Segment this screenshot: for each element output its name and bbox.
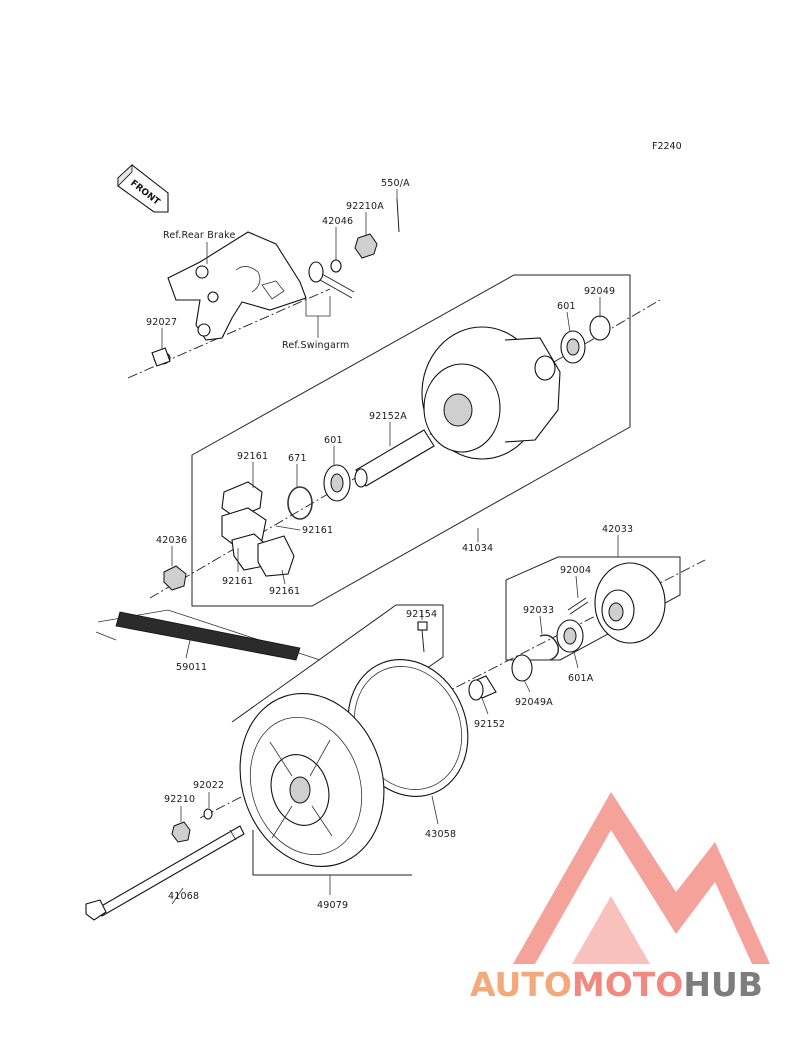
label-92161-d: 92161 — [269, 586, 300, 597]
spacer-tube-92152A — [354, 429, 435, 488]
figure-code: F2240 — [652, 141, 682, 152]
axle-41068 — [85, 825, 245, 921]
label-42046: 42046 — [322, 216, 353, 227]
automotohub-watermark-logo — [513, 792, 770, 964]
label-92152A: 92152A — [369, 411, 407, 422]
drive-belt-59011 — [95, 609, 321, 661]
front-arrow-icon: FRONT — [117, 164, 169, 213]
bearing-601-top — [560, 330, 586, 364]
watermark-moto: MOTO — [572, 965, 683, 1004]
seal-92049A — [511, 654, 533, 682]
label-550A: 550/A — [381, 178, 410, 189]
label-601-mid: 601 — [324, 435, 343, 446]
label-92022: 92022 — [193, 780, 224, 791]
label-92049A: 92049A — [515, 697, 553, 708]
label-92049: 92049 — [584, 286, 615, 297]
collar-92152 — [468, 675, 497, 701]
svg-text:AUTOMOTOHUB: AUTOMOTOHUB — [470, 965, 763, 1004]
label-43058: 43058 — [425, 829, 456, 840]
collar-92027 — [151, 347, 171, 367]
rear-brake-bracket — [167, 231, 307, 341]
watermark-hub: HUB — [683, 965, 763, 1004]
bolt-92154 — [417, 621, 428, 653]
bearing-601A — [556, 619, 584, 653]
circlip-92033 — [539, 634, 560, 661]
watermark-auto: AUTO — [470, 965, 572, 1004]
leader-lines — [161, 189, 619, 905]
label-92161-c: 92161 — [222, 576, 253, 587]
part-labels: 550/A 92210A 42046 Ref.Rear Brake 92027 … — [146, 178, 633, 911]
stud-92004 — [567, 597, 589, 615]
label-92152: 92152 — [474, 719, 505, 730]
hub-group-frame — [191, 274, 631, 607]
nut-42036 — [163, 565, 187, 591]
automotohub-watermark-text: AUTOMOTOHUB — [470, 965, 763, 1004]
label-49079: 49079 — [317, 900, 348, 911]
label-41068: 41068 — [168, 891, 199, 902]
label-92210A: 92210A — [346, 201, 384, 212]
label-ref-swingarm: Ref.Swingarm — [282, 340, 349, 351]
label-92154: 92154 — [406, 609, 437, 620]
bearing-601-mid — [323, 464, 351, 502]
cotter-pin-550A — [396, 198, 400, 233]
washer-92022 — [203, 808, 213, 820]
label-59011: 59011 — [176, 662, 207, 673]
label-ref-rear-brake: Ref.Rear Brake — [163, 230, 236, 241]
label-601-top: 601 — [557, 301, 576, 312]
nut-92210 — [171, 821, 191, 843]
coupling-group-frame — [505, 556, 681, 661]
label-42033: 42033 — [602, 524, 633, 535]
label-41034: 41034 — [462, 543, 493, 554]
adjuster-bolt — [308, 261, 355, 299]
label-601A: 601A — [568, 673, 594, 684]
label-92161-a: 92161 — [237, 451, 268, 462]
nut-92210A — [354, 233, 378, 259]
o-ring-671 — [287, 486, 313, 520]
label-42036: 42036 — [156, 535, 187, 546]
coupling-42033 — [594, 562, 666, 644]
label-92004: 92004 — [560, 565, 591, 576]
label-92033: 92033 — [523, 605, 554, 616]
wheel-hub-41034 — [421, 326, 561, 460]
seal-92049 — [589, 315, 611, 341]
pulley-49079 — [239, 693, 385, 867]
label-92210: 92210 — [164, 794, 195, 805]
label-92161-b: 92161 — [302, 525, 333, 536]
label-671: 671 — [288, 453, 307, 464]
damper-rubbers-92161 — [221, 481, 295, 577]
label-92027: 92027 — [146, 317, 177, 328]
washer-42046 — [330, 259, 342, 273]
